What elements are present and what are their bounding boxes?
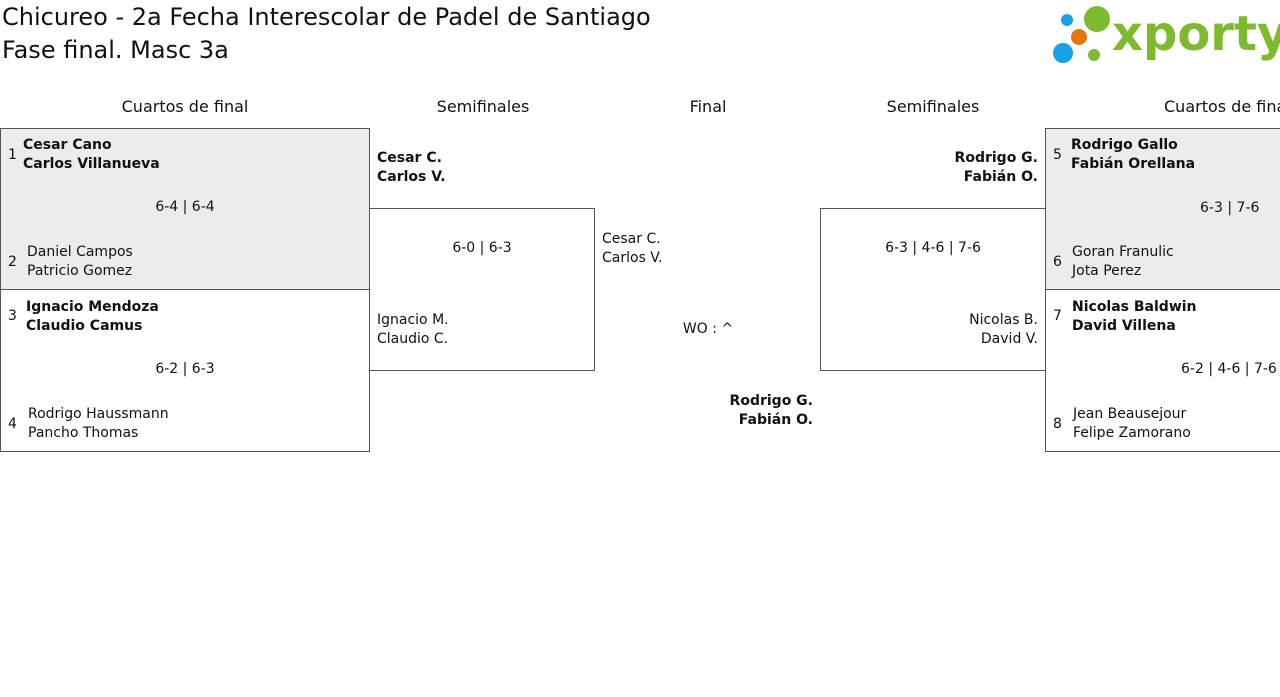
seed-number: 4 (8, 416, 17, 432)
player-name: Fabián Orellana (1071, 156, 1196, 172)
team-qf1-top[interactable]: Cesar Cano Carlos Villanueva (23, 136, 160, 174)
column-header-sf-right: Semifinales (886, 97, 980, 116)
team-sf2-top[interactable]: Rodrigo G. Fabián O. (900, 149, 1038, 187)
player-name: Rodrigo Haussmann (28, 406, 169, 422)
match-score: 6-2 | 4-6 | 7-6 (1181, 361, 1277, 377)
column-header-qf-right: Cuartos de final (1164, 97, 1280, 116)
match-sf1[interactable]: 6-0 | 6-3 Ignacio M. Claudio C. (369, 208, 595, 371)
player-name: Daniel Campos (27, 244, 133, 260)
team-qf4-top[interactable]: Nicolas Baldwin David Villena (1072, 298, 1197, 336)
team-qf2-bottom[interactable]: Rodrigo Haussmann Pancho Thomas (28, 405, 169, 443)
player-name: David V. (980, 331, 1038, 347)
seed-number: 8 (1053, 416, 1062, 432)
team-final-top[interactable]: Cesar C. Carlos V. (602, 230, 663, 268)
team-qf3-top[interactable]: Rodrigo Gallo Fabián Orellana (1071, 136, 1195, 174)
player-name: Carlos Villanueva (23, 156, 160, 172)
seed-number: 1 (8, 147, 17, 163)
match-qf2[interactable]: 3 Ignacio Mendoza Claudio Camus 6-2 | 6-… (0, 289, 370, 452)
team-sf1-bottom[interactable]: Ignacio M. Claudio C. (377, 311, 449, 349)
team-sf1-top[interactable]: Cesar C. Carlos V. (377, 149, 446, 187)
player-name: Jean Beausejour (1073, 406, 1187, 422)
xporty-logo[interactable]: xporty (1050, 4, 1280, 68)
page-subtitle: Fase final. Masc 3a (2, 36, 229, 64)
player-name: Rodrigo Gallo (1071, 137, 1178, 153)
match-score: 6-3 | 7-6 (1200, 200, 1260, 216)
player-name: Patricio Gomez (27, 263, 133, 279)
column-header-qf-left: Cuartos de final (121, 97, 249, 116)
seed-number: 3 (8, 308, 17, 324)
seed-number: 5 (1053, 147, 1062, 163)
match-score: 6-2 | 6-3 (155, 361, 215, 377)
match-qf4[interactable]: 7 Nicolas Baldwin David Villena 6-2 | 4-… (1045, 289, 1280, 452)
team-qf1-bottom[interactable]: Daniel Campos Patricio Gomez (27, 243, 133, 281)
player-name: Carlos V. (602, 250, 663, 266)
logo-text: xporty (1112, 6, 1280, 62)
player-name: Cesar Cano (23, 137, 112, 153)
player-name: Claudio C. (377, 331, 449, 347)
logo-dots-icon (1053, 6, 1110, 63)
column-header-sf-left: Semifinales (436, 97, 530, 116)
player-name: Rodrigo G. (729, 393, 813, 409)
match-qf1[interactable]: 1 Cesar Cano Carlos Villanueva 6-4 | 6-4… (0, 128, 370, 290)
page-title: Chicureo - 2a Fecha Interescolar de Pade… (2, 3, 651, 31)
player-name: Nicolas Baldwin (1072, 299, 1197, 315)
seed-number: 6 (1053, 254, 1062, 270)
player-name: Cesar C. (377, 150, 442, 166)
player-name: Rodrigo G. (954, 150, 1038, 166)
player-name: Claudio Camus (26, 318, 143, 334)
player-name: Jota Perez (1072, 263, 1142, 279)
team-sf2-bottom[interactable]: Nicolas B. David V. (901, 311, 1038, 349)
column-header-final: Final (689, 97, 727, 116)
seed-number: 7 (1053, 308, 1062, 324)
player-name: Cesar C. (602, 231, 661, 247)
final-score: WO : ^ (682, 321, 734, 337)
match-score: 6-3 | 4-6 | 7-6 (885, 240, 981, 256)
player-name: Fabián O. (963, 169, 1038, 185)
player-name: Fabián O. (738, 412, 813, 428)
player-name: Nicolas B. (969, 312, 1038, 328)
team-qf4-bottom[interactable]: Jean Beausejour Felipe Zamorano (1073, 405, 1191, 443)
player-name: Goran Franulic (1072, 244, 1174, 260)
player-name: Felipe Zamorano (1073, 425, 1191, 441)
player-name: Ignacio M. (377, 312, 449, 328)
team-qf3-bottom[interactable]: Goran Franulic Jota Perez (1072, 243, 1174, 281)
match-score: 6-0 | 6-3 (452, 240, 512, 256)
team-qf2-top[interactable]: Ignacio Mendoza Claudio Camus (26, 298, 159, 336)
team-final-bottom[interactable]: Rodrigo G. Fabián O. (700, 392, 813, 430)
player-name: Pancho Thomas (28, 425, 139, 441)
match-score: 6-4 | 6-4 (155, 199, 215, 215)
player-name: Carlos V. (377, 169, 446, 185)
player-name: Ignacio Mendoza (26, 299, 159, 315)
match-qf3[interactable]: 5 Rodrigo Gallo Fabián Orellana 6-3 | 7-… (1045, 128, 1280, 290)
player-name: David Villena (1072, 318, 1176, 334)
seed-number: 2 (8, 254, 17, 270)
match-sf2[interactable]: 6-3 | 4-6 | 7-6 Nicolas B. David V. (820, 208, 1046, 371)
